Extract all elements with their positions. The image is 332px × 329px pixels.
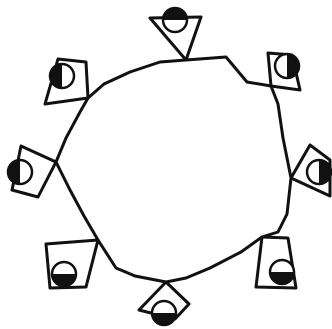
- diagram-node: [46, 240, 98, 288]
- diagram-node: [268, 53, 300, 90]
- diagram-node: [256, 237, 296, 288]
- diagram-node: [150, 8, 201, 60]
- diagram-node: [291, 145, 331, 196]
- diagram-node: [45, 59, 88, 104]
- node-group: [8, 8, 331, 325]
- diagram-node: [139, 282, 189, 325]
- diagram-node: [8, 146, 56, 197]
